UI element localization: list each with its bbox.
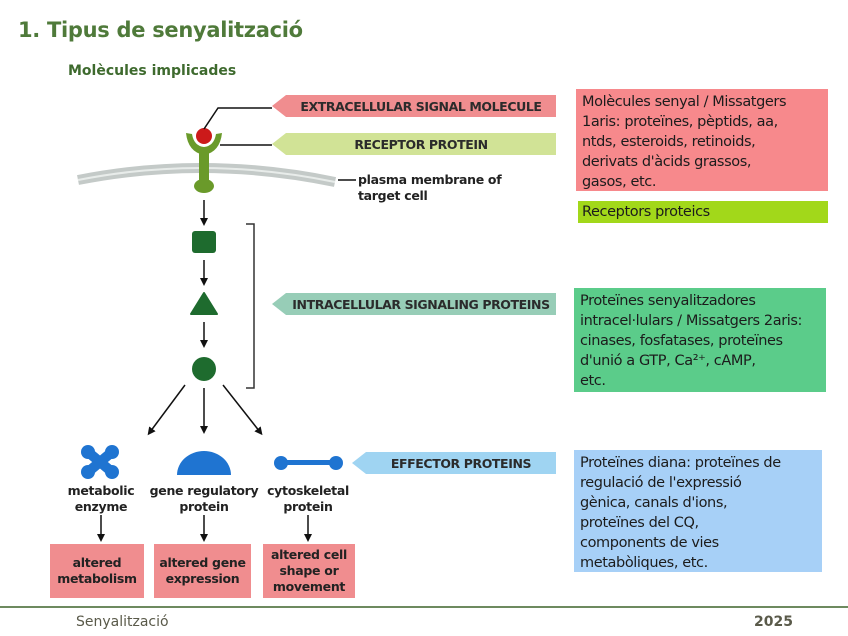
effector-label-line: protein bbox=[283, 499, 333, 514]
outcome-line: altered gene bbox=[159, 555, 246, 570]
outcome-line: movement bbox=[272, 579, 346, 594]
note-line: components de vies bbox=[580, 535, 719, 551]
footer-topic: Senyalització bbox=[76, 614, 169, 630]
note-line: cinases, fosfatases, proteïnes bbox=[580, 333, 783, 349]
note-line: gasos, etc. bbox=[582, 174, 657, 190]
slide-title: 1. Tipus de senyalització bbox=[18, 18, 303, 42]
outcome-line: shape or bbox=[279, 563, 339, 578]
effector-label-cytoskeletal-protein: cytoskeletal protein bbox=[262, 483, 354, 515]
note-effectors: Proteïnes diana: proteïnes de regulació … bbox=[574, 450, 822, 572]
footer-year: 2025 bbox=[754, 614, 793, 630]
gene-regulatory-protein-icon bbox=[177, 451, 231, 475]
arrow-branch-left bbox=[147, 384, 186, 436]
membrane-label: plasma membrane of target cell bbox=[358, 172, 502, 204]
note-line: 1aris: proteïnes, pèptids, aa, bbox=[582, 114, 778, 130]
membrane-label-line: plasma membrane of bbox=[358, 172, 502, 187]
effector-label-line: cytoskeletal bbox=[267, 483, 349, 498]
effector-label-metabolic-enzyme: metabolic enzyme bbox=[56, 483, 146, 515]
tag-receptor-protein: RECEPTOR PROTEIN bbox=[272, 133, 556, 155]
tag-effector-proteins: EFFECTOR PROTEINS bbox=[352, 452, 556, 474]
effector-label-line: protein bbox=[179, 499, 229, 514]
receptor-protein-icon bbox=[186, 133, 222, 193]
note-line: metabòliques, etc. bbox=[580, 555, 708, 571]
note-line: proteïnes del CQ, bbox=[580, 515, 699, 531]
metabolic-enzyme-icon bbox=[81, 445, 119, 479]
outcome-altered-gene-expression: altered gene expression bbox=[154, 544, 251, 598]
bracket bbox=[246, 223, 255, 389]
intracellular-circle-icon bbox=[192, 357, 216, 381]
outcome-line: expression bbox=[165, 571, 240, 586]
note-line: etc. bbox=[580, 373, 606, 389]
effector-label-line: gene regulatory bbox=[149, 483, 259, 498]
note-intracellular: Proteïnes senyalitzadores intracel·lular… bbox=[574, 288, 826, 392]
signal-molecule-icon bbox=[196, 128, 212, 144]
note-line: gènica, canals d'ions, bbox=[580, 495, 728, 511]
note-receptors: Receptors proteics bbox=[578, 201, 828, 223]
note-line: intracel·lulars / Missatgers 2aris: bbox=[580, 313, 803, 329]
arrow-branch-right bbox=[222, 384, 263, 436]
cytoskeletal-protein-icon bbox=[274, 456, 343, 470]
note-line: derivats d'àcids grassos, bbox=[582, 154, 752, 170]
tag-intracellular-signaling-proteins: INTRACELLULAR SIGNALING PROTEINS bbox=[272, 293, 556, 315]
effector-label-gene-regulatory-protein: gene regulatory protein bbox=[144, 483, 264, 515]
effector-label-line: metabolic bbox=[67, 483, 135, 498]
slide-subtitle: Molècules implicades bbox=[68, 63, 237, 79]
membrane-label-line: target cell bbox=[358, 188, 428, 203]
footer-divider bbox=[0, 606, 848, 608]
intracellular-square-icon bbox=[192, 231, 216, 253]
outcome-altered-metabolism: altered metabolism bbox=[50, 544, 144, 598]
note-line: Molècules senyal / Missatgers bbox=[582, 94, 787, 110]
note-signal-molecules: Molècules senyal / Missatgers 1aris: pro… bbox=[576, 89, 828, 191]
note-line: Proteïnes diana: proteïnes de bbox=[580, 455, 781, 471]
outcome-line: metabolism bbox=[57, 571, 137, 586]
outcome-altered-cell-shape: altered cell shape or movement bbox=[263, 544, 355, 598]
signal-leader-line bbox=[203, 107, 272, 130]
note-line: regulació de l'expressió bbox=[580, 475, 742, 491]
outcome-line: altered bbox=[72, 555, 122, 570]
intracellular-triangle-icon bbox=[190, 292, 218, 315]
tag-extracellular-signal-molecule: EXTRACELLULAR SIGNAL MOLECULE bbox=[272, 95, 556, 117]
note-line: d'unió a GTP, Ca²⁺, cAMP, bbox=[580, 353, 756, 369]
effector-label-line: enzyme bbox=[74, 499, 128, 514]
note-line: Proteïnes senyalitzadores bbox=[580, 293, 756, 309]
note-line: ntds, esteroids, retinoids, bbox=[582, 134, 756, 150]
outcome-line: altered cell bbox=[271, 547, 347, 562]
